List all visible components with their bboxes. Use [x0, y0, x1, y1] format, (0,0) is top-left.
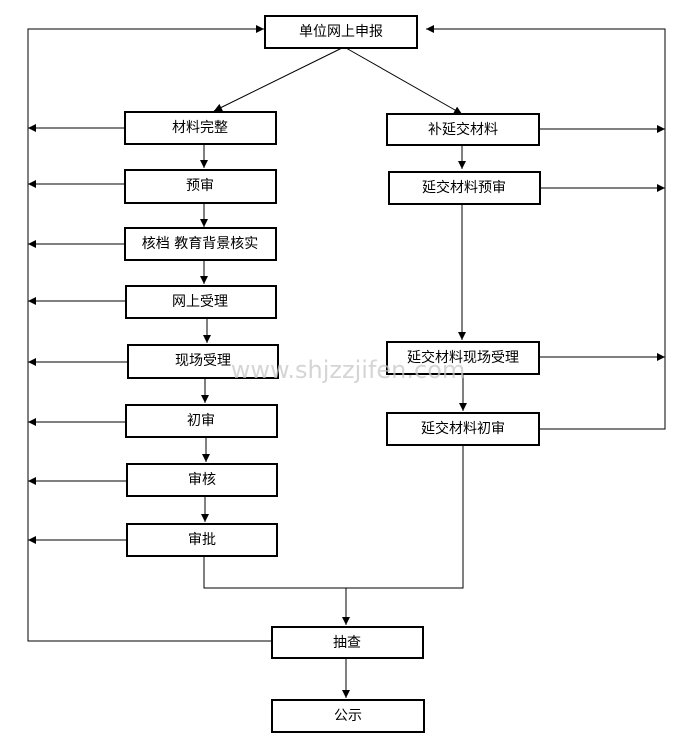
node-supplement: 补延交材料 — [386, 113, 540, 146]
arrow-spotcheck-loop-to-report — [27, 25, 272, 642]
node-late-prereview: 延交材料预审 — [388, 171, 541, 205]
node-publicity-label: 公示 — [334, 708, 362, 724]
node-archive-check-label: 核档 教育背景核实 — [142, 236, 258, 252]
node-late-onsite-label: 延交材料现场受理 — [407, 349, 519, 366]
node-audit-label: 审核 — [188, 472, 216, 488]
node-report-label: 单位网上申报 — [299, 24, 383, 40]
node-online-accept: 网上受理 — [125, 285, 277, 319]
node-late-first-review: 延交材料初审 — [386, 412, 540, 446]
node-late-first-review-label: 延交材料初审 — [421, 420, 505, 437]
node-complete: 材料完整 — [124, 111, 277, 145]
node-first-review-label: 初审 — [187, 412, 215, 429]
node-first-review: 初审 — [125, 404, 278, 438]
node-onsite-accept: 现场受理 — [127, 344, 279, 379]
node-prereview-label: 预审 — [186, 178, 214, 194]
node-spot-check-label: 抽查 — [333, 635, 361, 651]
node-publicity: 公示 — [271, 699, 425, 733]
node-approve: 审批 — [126, 523, 278, 557]
node-archive-check: 核档 教育背景核实 — [124, 227, 277, 261]
node-online-accept-label: 网上受理 — [172, 294, 228, 310]
merge-line — [203, 445, 464, 589]
arrow-report-to-supplement — [345, 47, 463, 115]
node-audit: 审核 — [126, 463, 278, 497]
node-prereview: 预审 — [124, 169, 277, 204]
node-late-onsite: 延交材料现场受理 — [386, 341, 540, 375]
node-report: 单位网上申报 — [264, 15, 418, 49]
node-complete-label: 材料完整 — [172, 120, 228, 136]
node-supplement-label: 补延交材料 — [428, 121, 498, 138]
node-spot-check: 抽查 — [271, 626, 424, 659]
node-late-prereview-label: 延交材料预审 — [422, 179, 506, 196]
arrow-report-to-complete — [213, 47, 343, 112]
arrow-late-first-loop-to-report — [426, 25, 666, 430]
connectors — [27, 25, 666, 698]
node-onsite-accept-label: 现场受理 — [175, 353, 231, 369]
node-approve-label: 审批 — [188, 532, 216, 548]
watermark-text: www.shjzzjifen.com — [231, 356, 466, 384]
